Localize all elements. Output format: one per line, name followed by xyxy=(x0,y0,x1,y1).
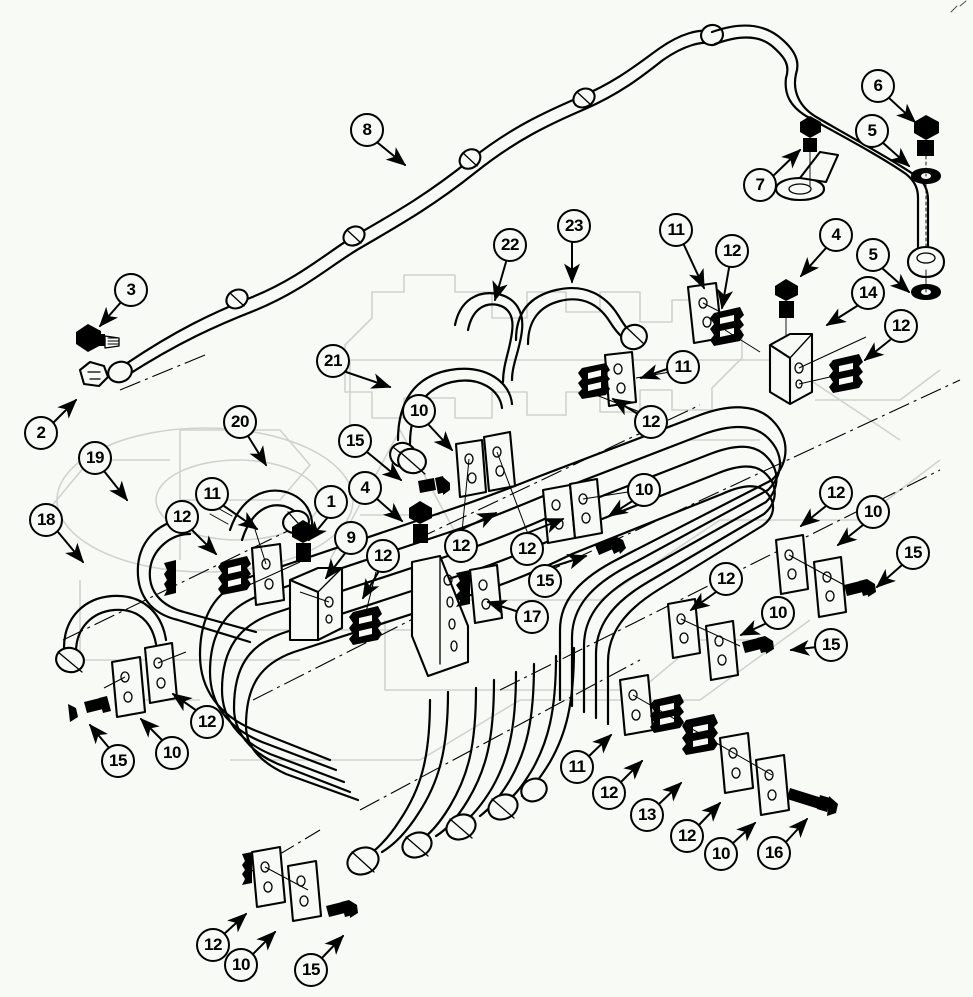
callout-bubble-12[interactable]: 12 xyxy=(196,928,230,962)
plate-group-right-a xyxy=(774,533,848,619)
callout-bubble-12[interactable]: 12 xyxy=(190,705,224,739)
part-4-bolt-right xyxy=(775,279,798,346)
part-19-hose xyxy=(136,518,258,644)
callout-bubble-12[interactable]: 12 xyxy=(819,476,853,510)
callout-bubble-10[interactable]: 10 xyxy=(402,394,436,428)
part-4-bolt-left xyxy=(409,501,432,543)
callout-bubble-1[interactable]: 1 xyxy=(314,485,348,519)
part-23-hose xyxy=(514,287,648,351)
plate-group-right-b xyxy=(666,597,741,682)
callout-bubble-15[interactable]: 15 xyxy=(814,628,848,662)
callout-bubble-10[interactable]: 10 xyxy=(224,948,258,982)
plate-group-bottom-left xyxy=(103,641,187,719)
callout-bubble-23[interactable]: 23 xyxy=(557,209,591,243)
clip-11-plate-lower-mid xyxy=(603,350,671,408)
callout-bubble-10[interactable]: 10 xyxy=(856,495,890,529)
plate-group-bottom-center xyxy=(242,845,323,923)
callout-bubble-20[interactable]: 20 xyxy=(223,405,257,439)
callout-leaders xyxy=(52,96,917,961)
callout-bubble-16[interactable]: 16 xyxy=(757,836,791,870)
part-15-bolt-f xyxy=(326,900,358,918)
part-11-plate-left xyxy=(250,519,286,607)
stray-mark xyxy=(950,0,967,13)
part-8-fuel-line xyxy=(107,23,930,384)
callout-bubble-9[interactable]: 9 xyxy=(334,521,368,555)
part-12-clip-c xyxy=(349,571,382,645)
part-22-hose xyxy=(453,292,524,384)
callout-bubble-12[interactable]: 12 xyxy=(165,500,199,534)
callout-bubble-10[interactable]: 10 xyxy=(627,473,661,507)
callout-bubble-18[interactable]: 18 xyxy=(29,503,63,537)
part-2-nut xyxy=(78,360,110,388)
part-5-washer-upper xyxy=(911,155,941,184)
part-17-bracket xyxy=(410,554,470,678)
plate-group-center-a xyxy=(454,430,529,535)
injector-drop-lines xyxy=(346,646,576,876)
callout-bubble-17[interactable]: 17 xyxy=(515,600,549,634)
callout-bubble-11[interactable]: 11 xyxy=(666,350,700,384)
exploded-stack-bottom-right xyxy=(618,673,838,817)
callout-bubble-11[interactable]: 11 xyxy=(560,750,594,784)
callout-bubble-12[interactable]: 12 xyxy=(444,529,478,563)
callout-bubble-12[interactable]: 12 xyxy=(592,776,626,810)
callout-bubble-19[interactable]: 19 xyxy=(78,441,112,475)
callout-bubble-8[interactable]: 8 xyxy=(350,113,384,147)
callout-bubble-7[interactable]: 7 xyxy=(743,168,777,202)
callout-bubble-5[interactable]: 5 xyxy=(856,238,890,272)
part-6-bolt xyxy=(914,115,939,156)
callout-bubble-12[interactable]: 12 xyxy=(715,234,749,268)
callout-bubble-10[interactable]: 10 xyxy=(155,736,189,770)
part-15-bolt-c xyxy=(844,579,876,597)
callout-bubble-10[interactable]: 10 xyxy=(704,837,738,871)
part-14-bracket xyxy=(768,332,867,406)
callout-bubble-5[interactable]: 5 xyxy=(855,114,889,148)
callout-bubble-3[interactable]: 3 xyxy=(114,273,148,307)
part-9-bracket xyxy=(288,566,344,642)
part-15-bolt-b xyxy=(595,536,626,555)
callout-bubble-4[interactable]: 4 xyxy=(348,471,382,505)
callout-bubble-11[interactable]: 11 xyxy=(195,477,229,511)
part-15-bolt-a xyxy=(418,476,450,495)
callout-bubble-12[interactable]: 12 xyxy=(366,539,400,573)
callout-bubble-15[interactable]: 15 xyxy=(101,744,135,778)
callout-bubble-15[interactable]: 15 xyxy=(528,564,562,598)
part-7-banjo xyxy=(774,116,840,202)
callout-bubble-12[interactable]: 12 xyxy=(709,562,743,596)
callout-bubble-14[interactable]: 14 xyxy=(851,276,885,310)
callout-bubble-12[interactable]: 12 xyxy=(634,405,668,439)
callout-bubble-4[interactable]: 4 xyxy=(819,218,853,252)
callout-bubble-2[interactable]: 2 xyxy=(24,416,58,450)
callout-bubble-15[interactable]: 15 xyxy=(294,953,328,987)
part-12-clip-right-14 xyxy=(798,354,863,393)
part-18-hose xyxy=(55,594,168,674)
callout-bubble-13[interactable]: 13 xyxy=(630,798,664,832)
part-5-washer-lower xyxy=(906,183,946,300)
part-12-clip-a xyxy=(710,307,761,353)
callout-bubble-12[interactable]: 12 xyxy=(510,532,544,566)
callout-bubble-12[interactable]: 12 xyxy=(670,819,704,853)
callout-bubble-15[interactable]: 15 xyxy=(338,424,372,458)
part-15-bolt-e xyxy=(68,696,111,722)
part-15-bolt-d xyxy=(742,636,774,654)
part-12-clip-left-bundle xyxy=(164,560,176,596)
callout-bubble-6[interactable]: 6 xyxy=(861,69,895,103)
callout-bubble-10[interactable]: 10 xyxy=(761,596,795,630)
callout-bubble-15[interactable]: 15 xyxy=(896,536,930,570)
callout-bubble-21[interactable]: 21 xyxy=(316,344,350,378)
callout-bubble-12[interactable]: 12 xyxy=(884,309,918,343)
part-10-fitting-mid xyxy=(397,447,427,475)
part-3-bolt xyxy=(76,324,120,352)
callout-bubble-22[interactable]: 22 xyxy=(493,228,527,262)
part-12-clip-d xyxy=(218,556,301,595)
callout-bubble-11[interactable]: 11 xyxy=(659,213,693,247)
